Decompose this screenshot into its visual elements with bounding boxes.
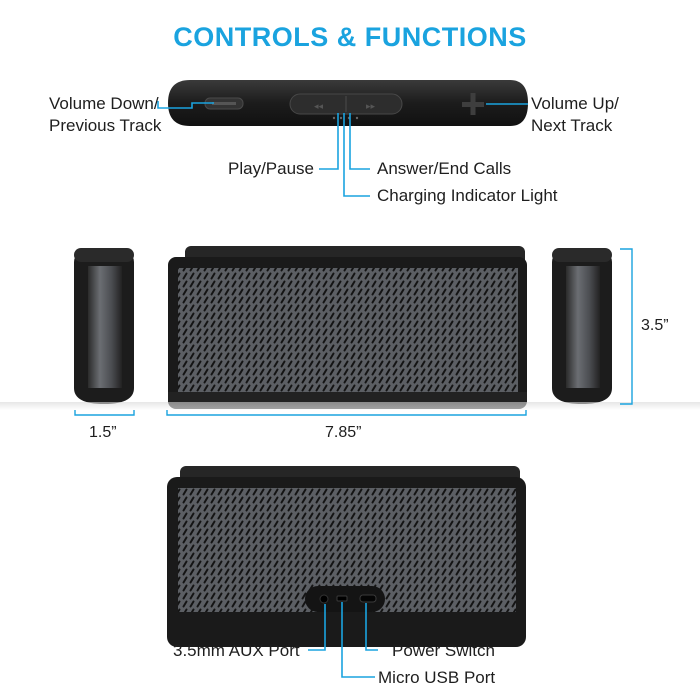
label-volume-up-line2: Next Track (531, 116, 613, 135)
label-play-pause: Play/Pause (228, 159, 314, 178)
label-volume-up-line1: Volume Up/ (531, 94, 619, 113)
label-volume-up: Volume Up/ Next Track (531, 93, 619, 137)
aux-port-icon (319, 594, 329, 604)
callout-lines-back (308, 602, 378, 678)
label-micro-usb: Micro USB Port (378, 668, 496, 687)
speaker-side-view-left (74, 248, 134, 404)
next-icon: ▸▸ (366, 102, 376, 112)
minus-icon (212, 102, 236, 105)
dimension-height: 3.5” (641, 317, 669, 334)
previous-icon: ◂◂ (314, 102, 324, 112)
label-volume-down-line1: Volume Down/ (49, 94, 159, 113)
label-answer-end-calls: Answer/End Calls (377, 159, 512, 178)
dimension-lines (74, 248, 633, 416)
dimension-width: 7.85” (325, 424, 362, 441)
usb-port-icon (336, 595, 348, 602)
speaker-top-view: ◂◂ ▸▸ (168, 80, 528, 126)
label-aux-port: 3.5mm AUX Port (173, 641, 300, 660)
dimension-depth: 1.5” (89, 424, 117, 441)
speaker-side-view-right (552, 248, 612, 404)
label-charging-indicator: Charging Indicator Light (377, 186, 558, 205)
label-volume-down: Volume Down/ Previous Track (49, 93, 161, 137)
callout-lines-top (157, 101, 528, 197)
speaker-back-view (167, 466, 526, 647)
power-switch-icon (359, 594, 377, 603)
speaker-front-view (168, 246, 527, 409)
label-volume-down-line2: Previous Track (49, 116, 162, 135)
page-title: CONTROLS & FUNCTIONS (173, 22, 527, 52)
label-power-switch: Power Switch (392, 641, 495, 660)
